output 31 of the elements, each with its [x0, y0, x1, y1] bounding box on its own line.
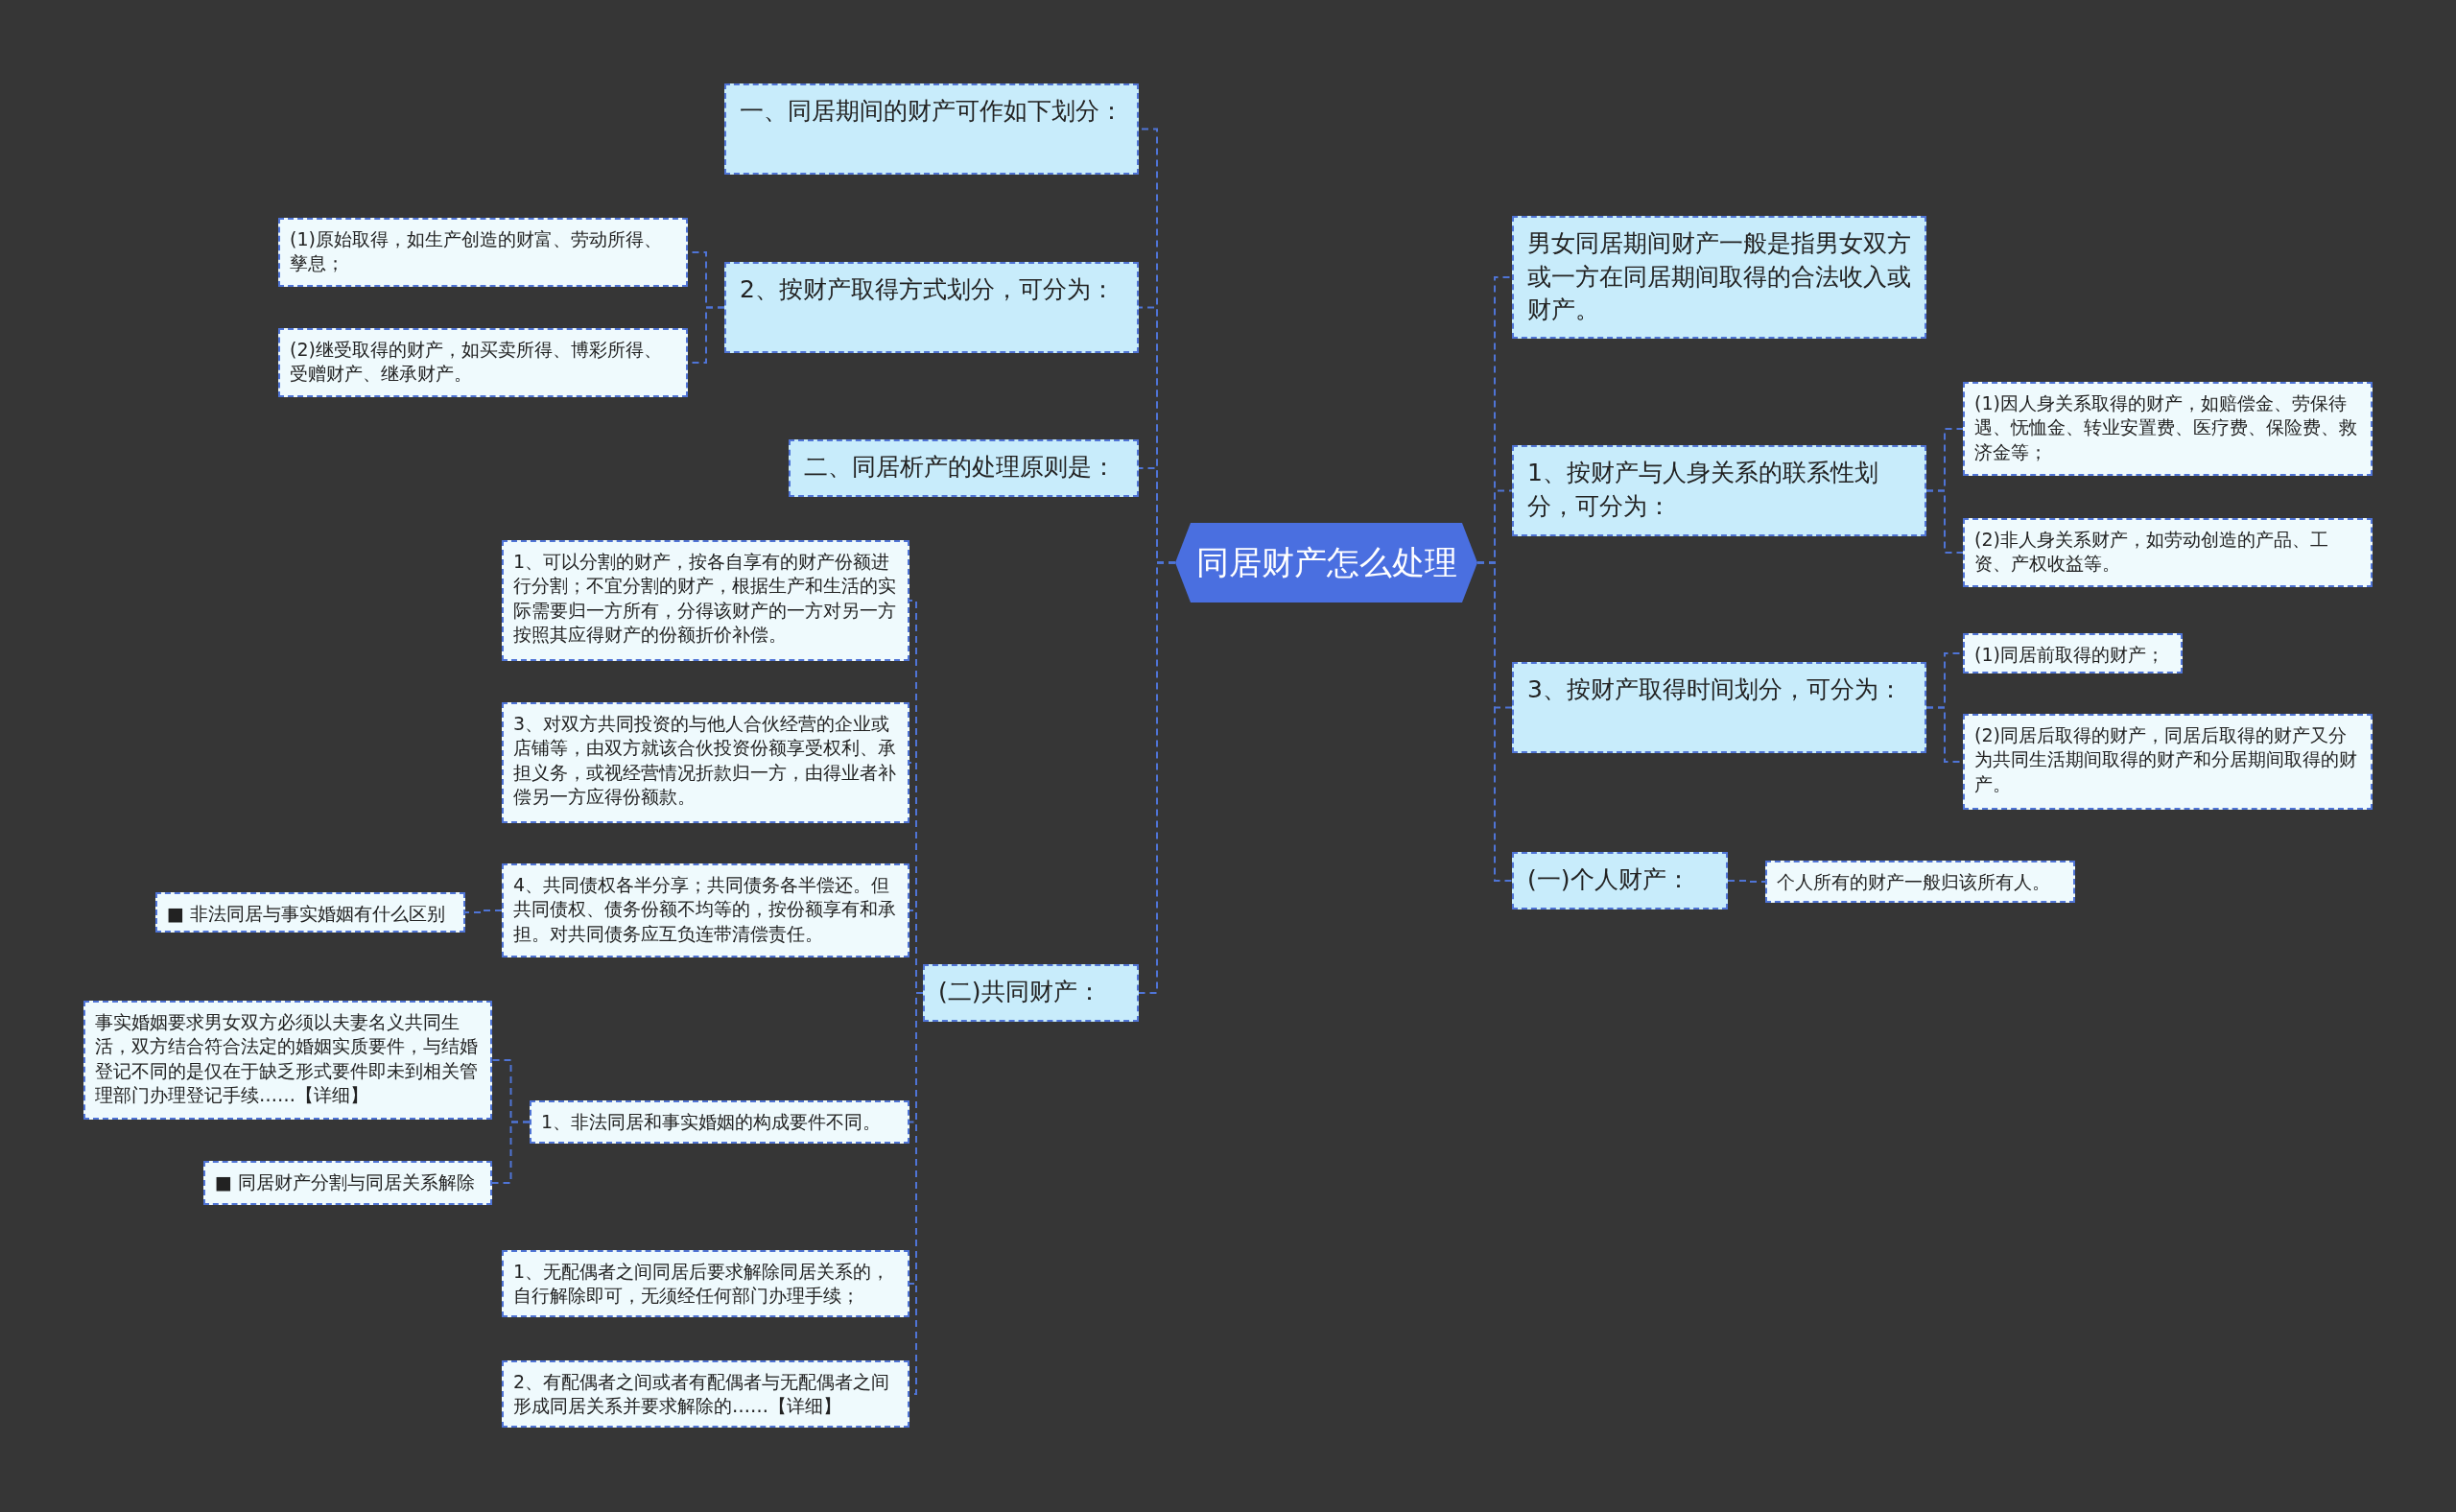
- topic-box: 2、按财产取得方式划分，可分为：: [724, 262, 1139, 353]
- connector: [491, 1121, 531, 1184]
- note-box: (1)原始取得，如生产创造的财富、劳动所得、孳息；: [278, 218, 688, 287]
- note-box: 事实婚姻要求男女双方必须以夫妻名义共同生活，双方结合符合法定的婚姻实质要件，与结婚登记不同的是仅在于缺乏形式要件即未到相关管理部门办理登记手续……【详细】: [83, 1001, 492, 1120]
- topic-box: 二、同居析产的处理原则是：: [789, 439, 1139, 497]
- connector: [1727, 880, 1766, 883]
- note-box: ■ 同居财产分割与同居关系解除: [203, 1161, 492, 1205]
- topic-box: 1、按财产与人身关系的联系性划分，可分为：: [1512, 445, 1926, 536]
- note-box: 1、无配偶者之间同居后要求解除同居关系的，自行解除即可，无须经任何部门办理手续；: [502, 1250, 909, 1317]
- topic-box: 一、同居期间的财产可作如下划分：: [724, 83, 1139, 175]
- note-box: ■ 非法同居与事实婚姻有什么区别: [155, 892, 465, 933]
- note-box: 4、共同债权各半分享；共同债务各半偿还。但共同债权、债务份额不均等的，按份额享有和承担。对共同债务应互负连带清偿责任。: [502, 863, 909, 957]
- connector: [1138, 561, 1176, 994]
- topic-box: (一)个人财产：: [1512, 852, 1728, 910]
- connector: [1925, 489, 1964, 554]
- note-box: 2、有配偶者之间或者有配偶者与无配偶者之间形成同居关系并要求解除的……【详细】: [502, 1360, 909, 1428]
- note-box: 1、非法同居和事实婚姻的构成要件不同。: [530, 1100, 909, 1144]
- note-box: (2)同居后取得的财产，同居后取得的财产又分为共同生活期间取得的财产和分居期间取得的财产。: [1963, 714, 2373, 810]
- connector: [464, 910, 503, 913]
- topic-box: (二)共同财产：: [923, 964, 1139, 1022]
- connector: [1476, 561, 1513, 882]
- note-box: (1)同居前取得的财产；: [1963, 633, 2183, 673]
- note-box: (2)继受取得的财产，如买卖所得、博彩所得、受赠财产、继承财产。: [278, 328, 688, 397]
- note-box: (2)非人身关系财产，如劳动创造的产品、工资、产权收益等。: [1963, 518, 2373, 587]
- note-box: 1、可以分割的财产，按各自享有的财产份额进行分割；不宜分割的财产，根据生产和生活的实际需要归一方所有，分得该财产的一方对另一方按照其应得财产的份额折价补偿。: [502, 540, 909, 661]
- topic-box: 3、按财产取得时间划分，可分为：: [1512, 662, 1926, 753]
- topic-box: 男女同居期间财产一般是指男女双方或一方在同居期间取得的合法收入或财产。: [1512, 216, 1926, 339]
- note-box: 3、对双方共同投资的与他人合伙经营的企业或店铺等，由双方就该合伙投资份额享受权利、承担义务，或视经营情况折款归一方，由得业者补偿另一方应得份额款。: [502, 702, 909, 823]
- note-box: 个人所有的财产一般归该所有人。: [1765, 861, 2075, 903]
- note-box: (1)因人身关系取得的财产，如赔偿金、劳保待遇、怃恤金、转业安置费、医疗费、保险费、救济金等；: [1963, 382, 2373, 476]
- topic-hexagon: 同居财产怎么处理: [1175, 523, 1477, 602]
